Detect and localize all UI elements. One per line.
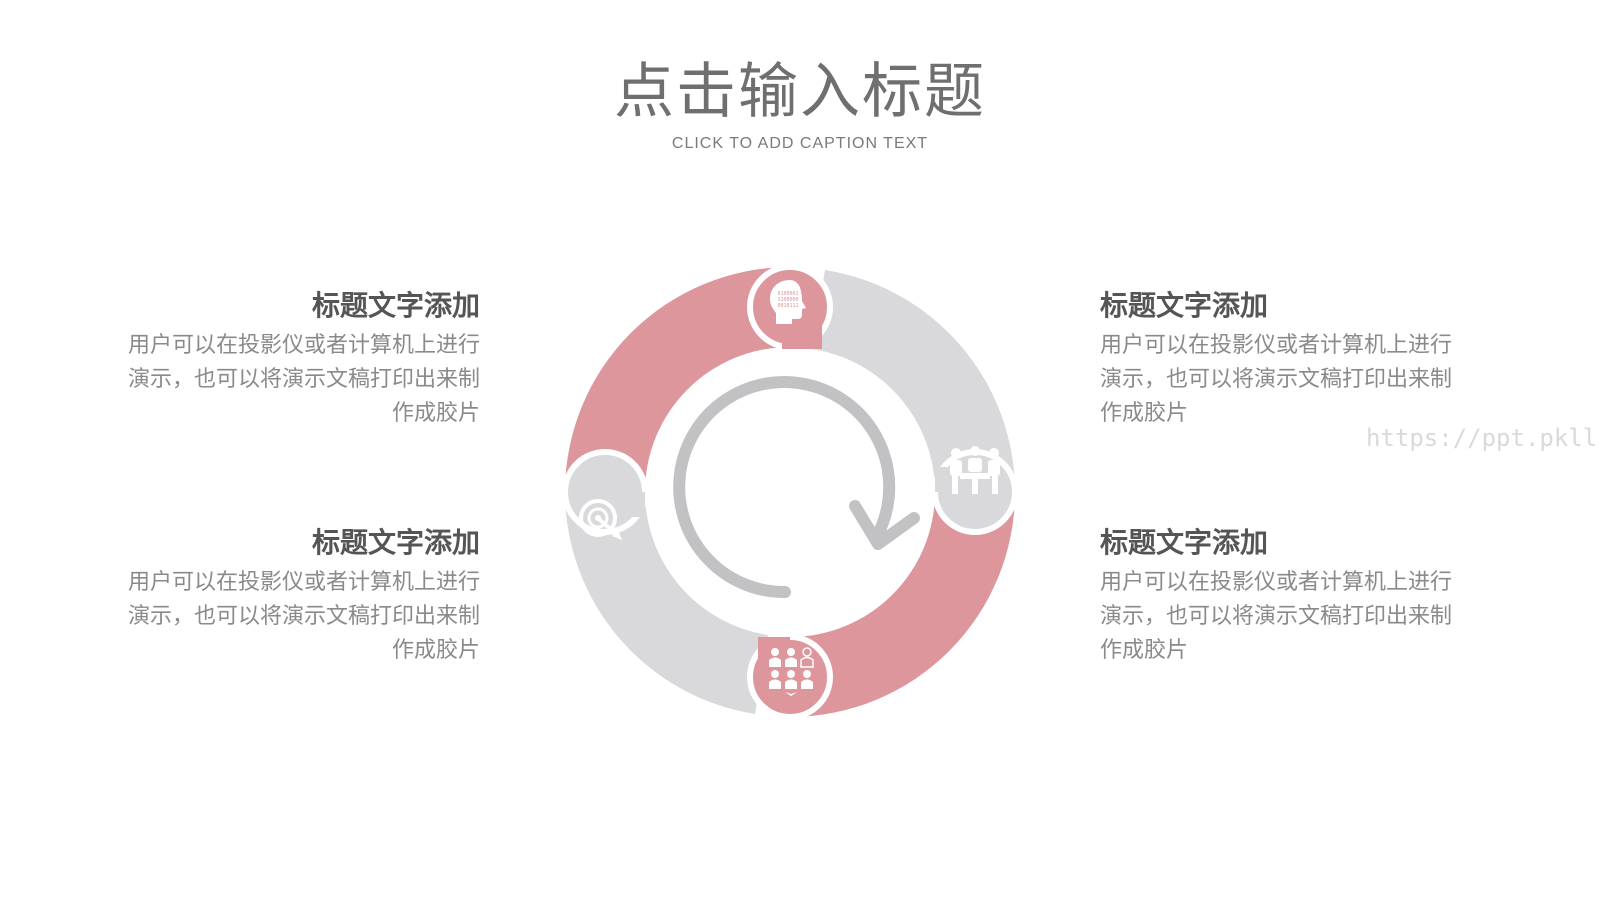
target-arrow-icon — [579, 499, 622, 540]
cap-fill-left — [605, 492, 645, 517]
block-body-line: 用户可以在投影仪或者计算机上进行 — [1100, 570, 1453, 595]
block-heading: 标题文字添加 — [311, 526, 480, 559]
team-people-icon — [769, 647, 814, 696]
text-block-bottom-right: 标题文字添加 用户可以在投影仪或者计算机上进行 演示，也可以将演示文稿打印出来制… — [1100, 524, 1480, 668]
block-heading: 标题文字添加 — [1100, 289, 1269, 322]
block-body: 用户可以在投影仪或者计算机上进行 演示，也可以将演示文稿打印出来制 作成胶片 — [100, 329, 480, 431]
watermark: https://ppt.pkll.de — [1366, 424, 1600, 452]
text-block-top-left: 标题文字添加 用户可以在投影仪或者计算机上进行 演示，也可以将演示文稿打印出来制… — [100, 287, 480, 431]
block-body-line: 用户可以在投影仪或者计算机上进行 — [127, 333, 480, 358]
text-block-bottom-left: 标题文字添加 用户可以在投影仪或者计算机上进行 演示，也可以将演示文稿打印出来制… — [100, 524, 480, 668]
ring-segment-top-right — [812, 270, 1015, 492]
page-title: 点击输入标题 — [614, 57, 986, 127]
block-body: 用户可以在投影仪或者计算机上进行 演示，也可以将演示文稿打印出来制 作成胶片 — [1100, 566, 1480, 668]
svg-text:0100001: 0100001 — [777, 291, 798, 297]
ring-segment-top-left — [565, 267, 790, 492]
head-binary-icon: 0100001 1100000 0010111 — [770, 280, 806, 324]
text-block-top-right: 标题文字添加 用户可以在投影仪或者计算机上进行 演示，也可以将演示文稿打印出来制… — [1100, 287, 1480, 431]
block-body-line: 作成胶片 — [391, 638, 480, 663]
block-body-line: 作成胶片 — [1100, 638, 1189, 663]
cycle-diagram: 0100001 1100000 0010111 — [562, 264, 1018, 720]
cycle-arrow-icon — [673, 376, 920, 599]
block-body: 用户可以在投影仪或者计算机上进行 演示，也可以将演示文稿打印出来制 作成胶片 — [1100, 329, 1480, 431]
svg-text:0010111: 0010111 — [777, 303, 798, 309]
svg-text:1100000: 1100000 — [777, 297, 798, 303]
block-body-line: 演示，也可以将演示文稿打印出来制 — [1100, 604, 1453, 629]
page-subtitle: CLICK TO ADD CAPTION TEXT — [671, 135, 929, 152]
ring-segment-bottom-right — [790, 492, 1015, 717]
block-body-line: 演示，也可以将演示文稿打印出来制 — [127, 367, 480, 392]
ring-segment-bottom-left — [565, 492, 768, 714]
block-heading: 标题文字添加 — [1100, 526, 1269, 559]
block-body-line: 演示，也可以将演示文稿打印出来制 — [1100, 367, 1453, 392]
block-body: 用户可以在投影仪或者计算机上进行 演示，也可以将演示文稿打印出来制 作成胶片 — [100, 566, 480, 668]
block-body-line: 作成胶片 — [1100, 401, 1189, 426]
meeting-people-icon — [950, 446, 1000, 494]
block-body-line: 演示，也可以将演示文稿打印出来制 — [127, 604, 480, 629]
block-body-line: 作成胶片 — [391, 401, 480, 426]
block-body-line: 用户可以在投影仪或者计算机上进行 — [127, 570, 480, 595]
block-body-line: 用户可以在投影仪或者计算机上进行 — [1100, 333, 1453, 358]
block-heading: 标题文字添加 — [311, 289, 480, 322]
